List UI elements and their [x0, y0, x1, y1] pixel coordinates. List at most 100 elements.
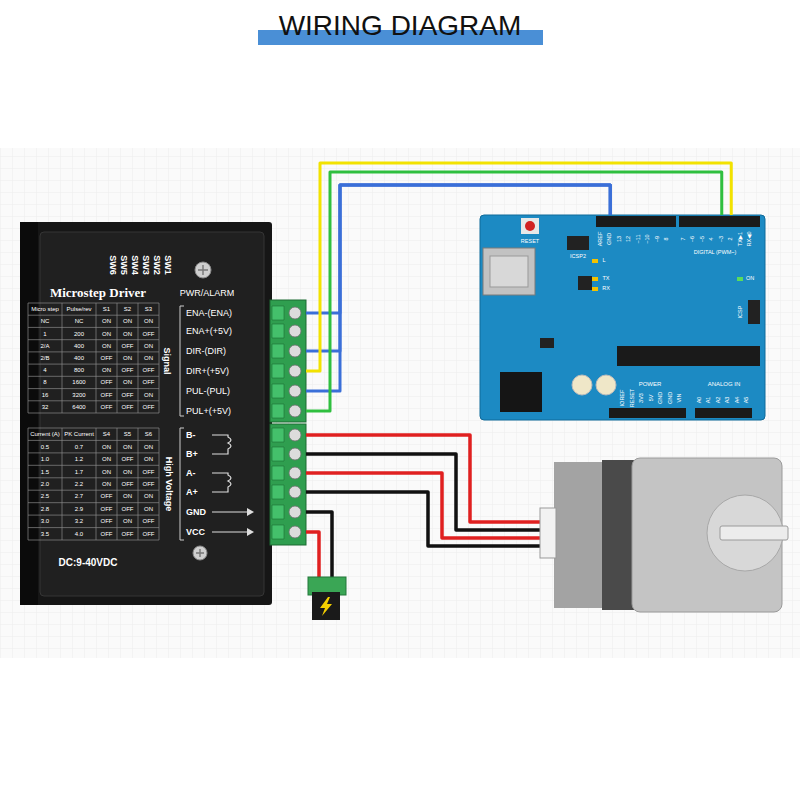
wire — [306, 492, 542, 546]
switch-label: SW1 — [163, 255, 172, 275]
pin-label: A4 — [735, 397, 741, 404]
table-cell: 2.5 — [41, 493, 49, 499]
terminal-screw — [289, 467, 301, 479]
driver-module: Microstep DriverPWR/ALARMDC:9-40VDC — [20, 222, 306, 605]
table-header: S4 — [103, 431, 110, 437]
pin-label: ~6 — [691, 236, 697, 242]
screw-slot — [196, 549, 204, 557]
terminal-label: A- — [186, 469, 196, 478]
led-label: TX — [602, 276, 609, 282]
terminal-screw — [289, 526, 301, 538]
table-cell: ON — [144, 456, 153, 462]
pin-header — [609, 408, 686, 418]
pin-label: ~9 — [655, 236, 661, 242]
bracket — [180, 428, 184, 540]
pin-label: 5V — [649, 395, 655, 402]
motor-wires — [306, 435, 542, 580]
motor-connector — [540, 508, 556, 558]
switch-label: SW6 — [108, 255, 117, 275]
table-cell: ON — [102, 469, 111, 475]
table-grid — [28, 428, 159, 540]
table-cell: ON — [102, 331, 111, 337]
terminal-label: GND — [186, 508, 206, 517]
signal-wire — [306, 185, 610, 351]
pin-label: ~5 — [700, 236, 706, 242]
screw — [195, 262, 211, 278]
table-cell: OFF — [143, 379, 155, 385]
pin-label: TX▶1 — [738, 232, 744, 246]
table-cell: OFF — [101, 355, 113, 361]
terminal-label: DIR-(DIR) — [186, 347, 226, 356]
table-cell: ON — [123, 331, 132, 337]
icsp-header — [567, 236, 589, 250]
driver-body — [20, 222, 272, 605]
pin-label: 7 — [681, 237, 687, 240]
module-name: Microstep Driver — [50, 286, 146, 299]
header-title: POWER — [639, 381, 662, 387]
coil-symbol — [212, 473, 231, 492]
pin-label: GND — [659, 392, 665, 404]
table-cell: OFF — [143, 531, 155, 537]
pin-label: A2 — [716, 397, 722, 404]
table-cell: OFF — [143, 331, 155, 337]
table-cell: 400 — [74, 343, 84, 349]
pin-label: 12 — [627, 236, 633, 242]
wire — [306, 532, 319, 580]
pin-label: 3V3 — [640, 393, 646, 403]
table-cell: ON — [102, 481, 111, 487]
group-label: Signal — [162, 347, 171, 374]
microcontroller — [617, 346, 760, 366]
icsp-header — [748, 300, 760, 324]
pin-label: 2 — [729, 237, 735, 240]
table-cell: OFF — [122, 404, 134, 410]
switch-label: SW2 — [152, 255, 161, 275]
table-cell: OFF — [122, 367, 134, 373]
pin-label: GND — [668, 392, 674, 404]
motor-shaft — [720, 526, 788, 540]
motor-back — [554, 462, 602, 608]
table-cell: 4.0 — [75, 531, 83, 537]
motor-stator — [602, 460, 634, 610]
pin-label: A0 — [697, 397, 703, 404]
table-cell: ON — [123, 355, 132, 361]
table-cell: NC — [75, 318, 84, 324]
capacitor — [596, 375, 616, 395]
table-cell: ON — [123, 518, 132, 524]
table-cell: ON — [144, 318, 153, 324]
table-cell: ON — [102, 343, 111, 349]
table-cell: OFF — [122, 531, 134, 537]
button-label: RESET — [521, 239, 539, 245]
driver-side — [20, 222, 38, 605]
terminal-label: A+ — [186, 488, 198, 497]
background-grid — [0, 148, 800, 658]
diagram-title: WIRING DIAGRAM — [0, 9, 800, 43]
led — [737, 277, 743, 281]
table-header: S1 — [103, 306, 110, 312]
table-cell: ON — [123, 493, 132, 499]
power-jack — [500, 372, 542, 412]
terminal-screws — [289, 307, 301, 538]
table-cell: 1.2 — [75, 456, 83, 462]
table-cell: ON — [123, 318, 132, 324]
pin-label: 13 — [617, 236, 623, 242]
table-cell: ON — [144, 506, 153, 512]
table-cell: ON — [144, 392, 153, 398]
led — [592, 259, 598, 263]
pin-label: VIN — [678, 393, 684, 402]
table-cell: 6400 — [72, 404, 85, 410]
group-label: High Voltage — [164, 457, 173, 511]
table-header: PK Current — [64, 431, 94, 437]
terminal-screw — [289, 448, 301, 460]
led — [592, 287, 598, 291]
terminal-label: ENA+(+5V) — [186, 327, 232, 336]
table-cell: OFF — [143, 404, 155, 410]
pin-label: A3 — [726, 397, 732, 404]
table-cell: OFF — [101, 379, 113, 385]
table-cell: OFF — [101, 392, 113, 398]
terminal-screw — [289, 365, 301, 377]
table-cell: OFF — [122, 506, 134, 512]
coil-symbol — [212, 435, 231, 454]
pin-label: AREF — [598, 232, 604, 247]
table-cell: NC — [41, 318, 50, 324]
